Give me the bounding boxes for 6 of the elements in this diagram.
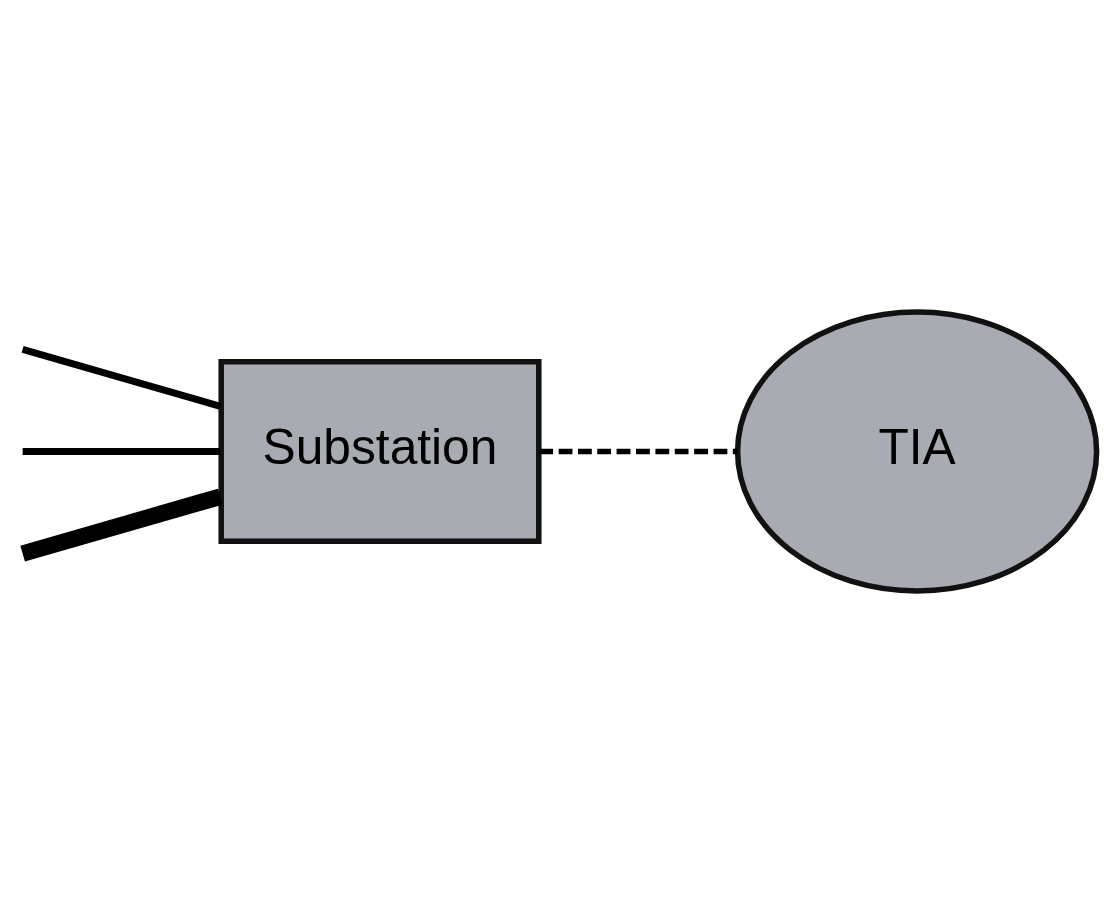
connector	[539, 448, 738, 455]
node-ellipse: TIA	[734, 309, 1100, 594]
connector	[20, 488, 223, 562]
node-box: Substation	[218, 359, 542, 544]
connector	[21, 346, 222, 410]
connector	[22, 448, 221, 455]
